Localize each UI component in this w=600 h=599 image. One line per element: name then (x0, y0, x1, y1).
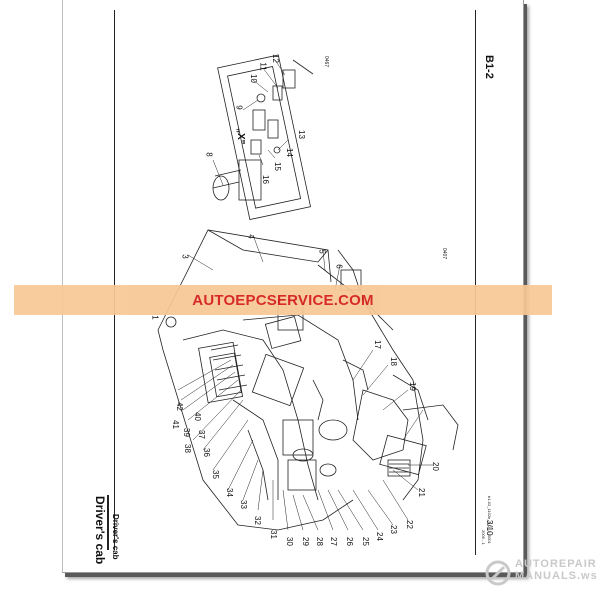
callout: 14 (284, 148, 294, 157)
callout: 24 (374, 532, 384, 541)
callout: 26 (344, 537, 354, 546)
callout: 19 (407, 382, 417, 391)
callout: 36 (201, 448, 211, 457)
callout: 28 (314, 537, 324, 546)
leader-lines (177, 59, 433, 531)
watermark-line1: AUTOREPAIR (515, 558, 597, 570)
callout: 3 (180, 254, 190, 259)
callout: 6 (334, 264, 344, 269)
callout: 37 (196, 430, 206, 439)
callout: 22 (404, 520, 414, 529)
callout: 32 (252, 516, 262, 525)
control-panel-detail (212, 54, 314, 221)
callout: 9 (234, 105, 244, 110)
header-rule (475, 10, 476, 555)
watermark-banner: AUTOEPCSERVICE.COM (14, 285, 552, 315)
callout: 35 (210, 470, 220, 479)
callout: 12 (270, 54, 280, 63)
callout: 8 (204, 152, 214, 157)
cab-structure (157, 229, 459, 531)
callout: 33 (238, 500, 248, 509)
corner-watermark: AUTOREPAIR MANUALS.ws (485, 556, 597, 594)
callout: 41 (170, 420, 180, 429)
callout: 34 (224, 488, 234, 497)
callout: 17 (372, 340, 382, 349)
callout: 30 (284, 537, 294, 546)
callout: 38 (182, 444, 192, 453)
cab-diagram (157, 54, 459, 531)
banner-text: AUTOEPCSERVICE.COM (192, 291, 374, 309)
callout: 31 (268, 530, 278, 539)
callout: 18 (388, 357, 398, 366)
sidebar-rule (114, 10, 115, 550)
callout: 23 (388, 525, 398, 534)
callout: 39 (181, 428, 191, 437)
watermark-line2: MANUALS.ws (515, 570, 598, 582)
callout: 10 (248, 74, 258, 83)
callout: 15 (272, 162, 282, 171)
callout: 42 (174, 402, 184, 411)
callout: 21 (416, 488, 426, 497)
callout: 20 (430, 462, 440, 471)
callout: 16 (260, 175, 270, 184)
callout: 40 (192, 412, 202, 421)
wrench-logo-icon (485, 560, 511, 586)
callout: 27 (328, 537, 338, 546)
sidebar-rule-thick (107, 495, 109, 550)
callout: 25 (360, 537, 370, 546)
callout: 4 (246, 234, 256, 239)
callout: 29 (300, 537, 310, 546)
callout: 5 (317, 249, 327, 254)
callout: 13 (296, 130, 306, 139)
callout: 11 (258, 62, 268, 71)
callout: 1 (150, 315, 160, 320)
